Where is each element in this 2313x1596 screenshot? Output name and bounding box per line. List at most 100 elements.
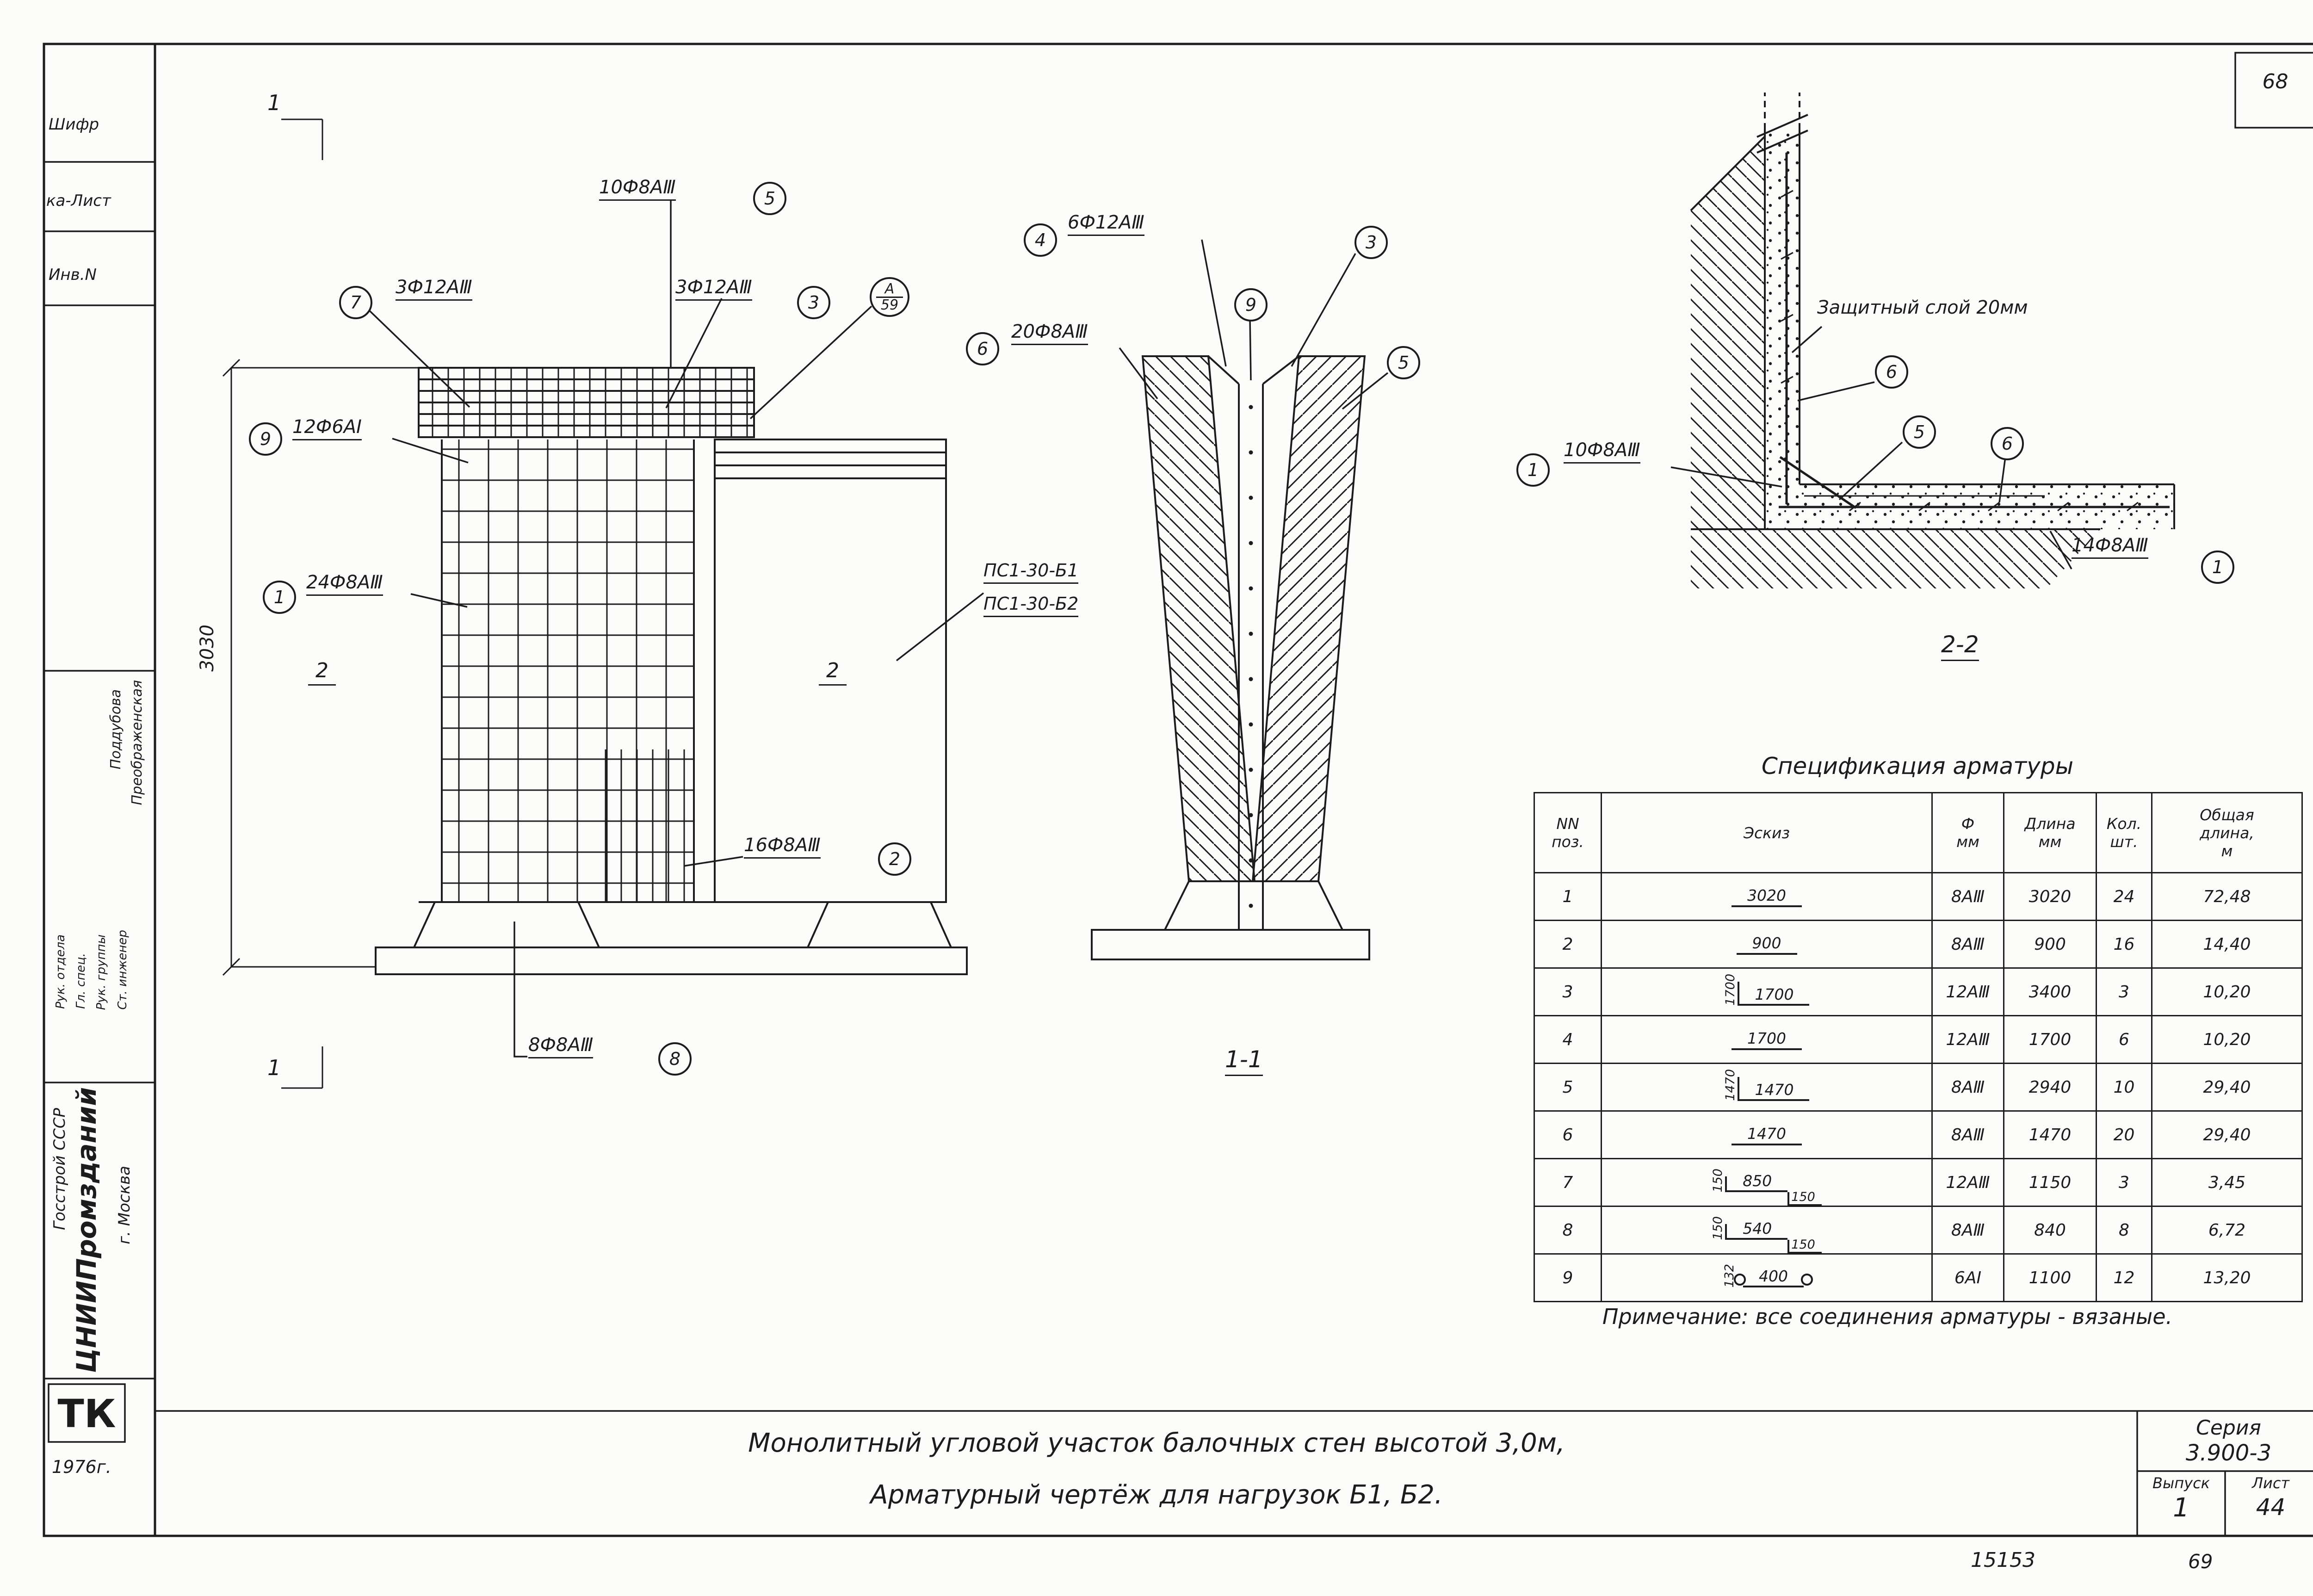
stamp-signature-name: Поддубова (108, 689, 124, 770)
callout-5b-num: 5 (1398, 353, 1410, 373)
rebar-label-24f8: 24Ф8АⅢ (306, 572, 383, 596)
sketch-side-dim: 150 (1711, 1216, 1725, 1240)
spec-cell-total: 14,40 (2151, 920, 2303, 969)
spec-cell-length: 1700 (2003, 1015, 2097, 1064)
spec-cell-sketch: 1700 (1601, 1015, 1933, 1064)
callout-a59: А 59 (870, 277, 909, 317)
callout-3b: 3 (1354, 226, 1388, 259)
sketch-leg (1737, 981, 1739, 1006)
spec-cell-dia: 8АⅢ (1931, 1110, 2004, 1159)
sketch-dim: 1470 (1739, 1081, 1810, 1101)
sketch-dim: 3020 (1732, 887, 1802, 907)
list-value: 44 (2256, 1494, 2286, 1521)
callout-9: 9 (249, 422, 282, 456)
cover-layer-note: Защитный слой 20мм (1817, 297, 2028, 318)
sketch-hook (1734, 1274, 1746, 1286)
callout-9b-num: 9 (1245, 295, 1257, 315)
spec-cell-total: 3,45 (2151, 1158, 2303, 1207)
callout-5b: 5 (1387, 346, 1420, 379)
rebar-label-16f8: 16Ф8АⅢ (744, 835, 821, 859)
stamp-tk: ТК (57, 1391, 116, 1436)
span-label-right: 2 (819, 659, 847, 686)
spec-cell-nn: 1 (1534, 872, 1602, 921)
spec-cell-qty: 24 (2096, 872, 2152, 921)
spec-row: 6 1470 8АⅢ 1470 20 29,40 (1534, 1110, 2303, 1159)
callout-4-num: 4 (1034, 230, 1046, 250)
spec-header-total: Общая длина, м (2151, 792, 2303, 873)
callout-4: 4 (1024, 223, 1057, 257)
span-label-left: 2 (308, 659, 336, 686)
series-label: Серия (2196, 1416, 2261, 1440)
sketch-leg (1737, 1076, 1739, 1101)
spec-note: Примечание: все соединения арматуры - вя… (1602, 1304, 2173, 1329)
panel-label-ps1-30-b2: ПС1-30-Б2 (983, 594, 1079, 617)
callout-6-num: 6 (977, 339, 989, 359)
sketch-leg (1725, 1176, 1727, 1193)
issue-value: 1 (2173, 1493, 2189, 1523)
doc-code: 15153 (1971, 1548, 2035, 1572)
callout-8-num: 8 (669, 1049, 681, 1069)
callout-3b-num: 3 (1365, 232, 1377, 253)
stamp-org-name: ЦНИИПромзданий (71, 1087, 102, 1373)
callout-a59-den: 59 (876, 296, 903, 313)
callout-9-num: 9 (260, 429, 272, 449)
spec-cell-dia: 8АⅢ (1931, 1206, 2004, 1255)
stamp-year: 1976г. (52, 1457, 111, 1477)
callout-a59-num: А (884, 281, 895, 297)
spec-cell-length: 900 (2003, 920, 2097, 969)
rebar-label-3f12b: 3Ф12АⅢ (675, 277, 752, 301)
callout-7-num: 7 (350, 292, 362, 313)
spec-row: 4 1700 12АⅢ 1700 6 10,20 (1534, 1015, 2303, 1064)
callout-5c: 5 (1903, 415, 1936, 449)
sketch-dim: 1700 (1739, 986, 1810, 1006)
callout-1b-num: 1 (2212, 557, 2224, 577)
series-value: 3.900-3 (2185, 1440, 2272, 1466)
rebar-label-8f8: 8Ф8АⅢ (528, 1034, 594, 1058)
spec-cell-dia: 12АⅢ (1931, 967, 2004, 1016)
spec-cell-nn: 8 (1534, 1206, 1602, 1255)
section-label-2-2: 2-2 (1941, 631, 1979, 661)
panel-label-ps1-30-b1: ПС1-30-Б1 (983, 560, 1079, 584)
spec-cell-qty: 12 (2096, 1253, 2152, 1302)
spec-header-row: NN поз. Эскиз Ф мм Длина мм Кол. шт. Общ… (1534, 792, 2303, 873)
spec-cell-length: 1100 (2003, 1253, 2097, 1302)
spec-cell-length: 2940 (2003, 1063, 2097, 1112)
sketch-dim: 900 (1736, 935, 1797, 955)
callout-2-num: 2 (889, 849, 901, 869)
spec-cell-total: 10,20 (2151, 967, 2303, 1016)
sketch-leg (1787, 1192, 1790, 1206)
spec-cell-nn: 4 (1534, 1015, 1602, 1064)
callout-9b: 9 (1234, 288, 1268, 322)
spec-cell-nn: 6 (1534, 1110, 1602, 1159)
spec-cell-total: 29,40 (2151, 1063, 2303, 1112)
callout-6: 6 (966, 332, 999, 365)
spec-cell-length: 3400 (2003, 967, 2097, 1016)
sketch-dim: 400 (1743, 1268, 1804, 1288)
spec-cell-qty: 10 (2096, 1063, 2152, 1112)
rebar-label-6f12: 6Ф12АⅢ (1068, 212, 1144, 236)
spec-cell-sketch: 900 (1601, 920, 1933, 969)
sketch-side-dim: 150 (1711, 1168, 1725, 1193)
section-mark-1-bottom: 1 (267, 1055, 281, 1080)
sketch-dim: 540 (1727, 1220, 1788, 1240)
spec-cell-dia: 8АⅢ (1931, 920, 2004, 969)
spec-header-length: Длина мм (2003, 792, 2097, 873)
callout-3-num: 3 (808, 292, 820, 313)
spec-cell-total: 72,48 (2151, 872, 2303, 921)
callout-3: 3 (797, 286, 830, 319)
spec-cell-qty: 8 (2096, 1206, 2152, 1255)
spec-cell-nn: 9 (1534, 1253, 1602, 1302)
callout-5-num: 5 (764, 188, 776, 209)
callout-8: 8 (658, 1042, 692, 1076)
callout-2: 2 (878, 842, 911, 876)
stamp-role: Рук. отдела (54, 934, 68, 1009)
spec-row: 1 3020 8АⅢ 3020 24 72,48 (1534, 872, 2303, 921)
rebar-label-14f8: 14Ф8АⅢ (2072, 535, 2148, 559)
sketch-leg (1725, 1224, 1727, 1240)
sheet-number-bottom: 69 (2188, 1550, 2213, 1573)
